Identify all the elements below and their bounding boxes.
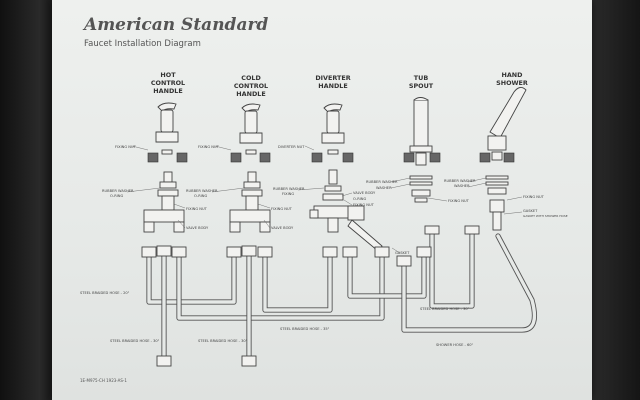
label-o-ring-cold: O-RING [194,194,207,198]
table-surface [592,0,640,400]
label-washer-tub: WASHER [376,186,392,190]
diagram-title: Faucet Installation Diagram [84,39,201,49]
label-rubber-washer-div: RUBBER WASHER [273,187,305,191]
label-washer-hs: WASHER [454,184,470,188]
label-hose-mid: STEEL BRAIDED HOSE - 35" [280,327,330,331]
label-gasket-hs: GASKET [523,209,538,213]
diverter-handle-part [309,103,383,252]
footer-code: 1E-M975-CH 1923-AS-1 [80,378,127,383]
label-fixing-nut-tub: FIXING NUT [448,199,470,203]
label-fixing-nut-cold: FIXING NUT [198,145,220,149]
hose-fittings [141,225,480,367]
label-valve-body-hot: VALVE BODY [186,226,209,230]
label-gasket-hs-note: GASKET WITH SHOWER HOSE [523,214,568,218]
hot-control-handle-part [143,102,188,233]
label-rubber-washer-cold: RUBBER WASHER [186,189,218,193]
label-fixing-nut-2-hot: FIXING NUT [186,207,208,211]
label-hose-cold-low: STEEL BRAIDED HOSE - 30" [198,339,248,343]
label-shower-hose: SHOWER HOSE - 60" [436,343,474,347]
cold-control-handle-part [229,103,271,233]
svg-text:HOT: HOT [160,71,176,79]
part-labels: FIXING NUT FIXING NUT DIVERTER NUT RUBBE… [80,145,568,347]
label-fixing-div: FIXING [282,192,294,196]
tub-spout-part [403,97,441,203]
instruction-sheet: American Standard Faucet Installation Di… [52,0,592,400]
brand-logo: American Standard [82,15,268,35]
heading-cold-control-handle: COLD CONTROL HANDLE [234,74,268,98]
label-hose-left: STEEL BRAIDED HOSE - 20" [80,291,130,295]
heading-tub-spout: TUB SPOUT [409,74,434,90]
svg-text:HANDLE: HANDLE [318,82,347,90]
label-hose-right: STEEL BRAIDED HOSE - 30" [420,307,470,311]
label-fixing-nut-2-cold: FIXING NUT [271,207,293,211]
heading-diverter-handle: DIVERTER HANDLE [315,74,350,90]
heading-hot-control-handle: HOT CONTROL HANDLE [151,71,185,95]
label-diverter-nut: DIVERTER NUT [278,145,305,149]
label-rubber-washer-hs: RUBBER WASHER [444,179,476,183]
label-fixing-nut-div: FIXING NUT [353,203,375,207]
installation-diagram: American Standard Faucet Installation Di… [80,15,568,383]
leader-lines [126,145,523,254]
svg-text:DIVERTER: DIVERTER [315,74,350,82]
svg-text:SPOUT: SPOUT [409,82,434,90]
label-o-ring-hot: O-RING [110,194,123,198]
svg-text:TUB: TUB [414,74,429,82]
label-gasket-div: GASKET [395,251,410,255]
svg-text:COLD: COLD [241,74,261,82]
label-rubber-washer-hot: RUBBER WASHER [102,189,134,193]
heading-hand-shower: HAND SHOWER [496,71,528,87]
svg-text:HAND: HAND [502,71,523,79]
svg-text:HANDLE: HANDLE [153,87,182,95]
label-hose-hot-low: STEEL BRAIDED HOSE - 30" [110,339,160,343]
label-fixing-nut-hs: FIXING NUT [523,195,545,199]
hand-shower-part [479,87,527,231]
label-rubber-washer-tub: RUBBER WASHER [366,180,398,184]
label-valve-body-cold: VALVE BODY [271,226,294,230]
hoses [146,227,537,365]
label-valve-body-div: VALVE BODY [353,191,376,195]
svg-text:CONTROL: CONTROL [151,79,185,87]
svg-text:CONTROL: CONTROL [234,82,268,90]
svg-text:SHOWER: SHOWER [496,79,528,87]
label-o-ring-div: O-RING [353,197,366,201]
label-fixing-nut-hot: FIXING NUT [115,145,137,149]
svg-text:HANDLE: HANDLE [236,90,265,98]
